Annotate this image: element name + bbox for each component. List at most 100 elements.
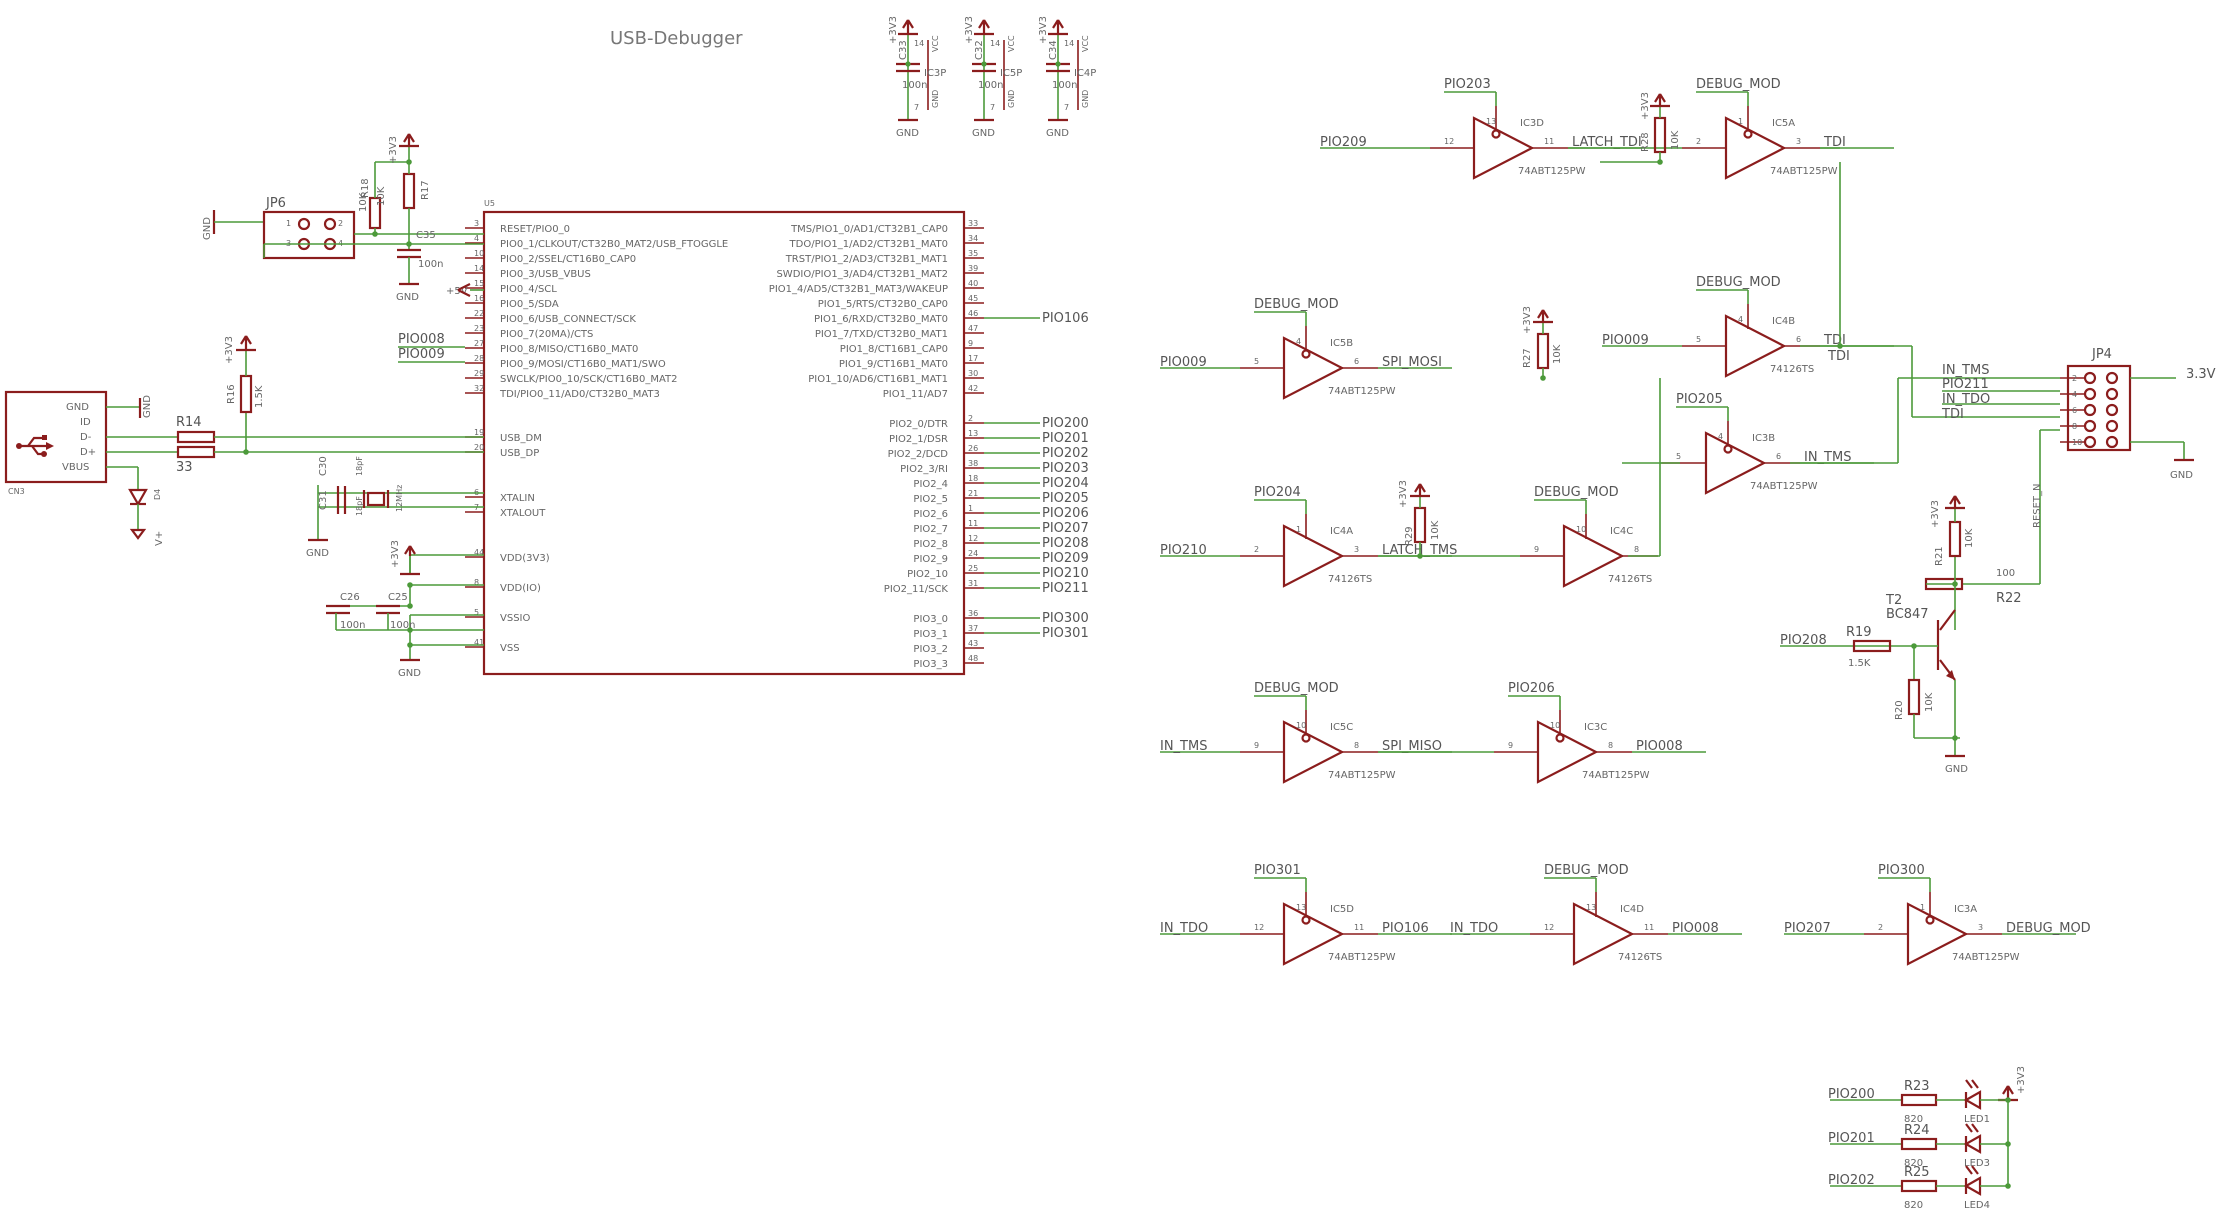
mcu-right-pin-name: PIO2_0/DTR bbox=[889, 419, 948, 430]
jp6-block: GND JP6 1 3 2 4 R18 10K R17 10K +3V3 bbox=[202, 133, 484, 303]
gnd-label-left: GND bbox=[202, 217, 213, 240]
buffer-type: 74ABT125PW bbox=[1952, 952, 2020, 963]
v33-label-r16: +3V3 bbox=[224, 336, 235, 364]
buffer-oe-bubble bbox=[1301, 915, 1311, 925]
buffer-type: 74ABT125PW bbox=[1518, 166, 1586, 177]
gnd-label-mcu: GND bbox=[398, 668, 421, 679]
mcu-power-block: +3V3 GND C26 C25 100n 100n bbox=[326, 540, 484, 679]
buffer-type: 74126TS bbox=[1618, 952, 1662, 963]
decoupling-arrow bbox=[1052, 19, 1064, 34]
mcu-right-pin-name: PIO2_7 bbox=[913, 524, 948, 535]
buffer-oe-net: DEBUG_MOD bbox=[1254, 297, 1339, 312]
mcu-left-pin-name: VDD(IO) bbox=[500, 583, 541, 594]
buffer-in-num: 2 bbox=[1696, 137, 1701, 146]
mcu-right-pin-num: 36 bbox=[968, 609, 978, 618]
mcu-right-pin-num: 11 bbox=[968, 519, 978, 528]
reset-circuit: 100 R22 +3V3 R21 10K T2 BC847 PIO208 R19… bbox=[1780, 495, 2040, 775]
mcu-left-pin-name: XTALIN bbox=[500, 493, 535, 504]
buffer-in-net: IN_TDO bbox=[1450, 921, 1498, 936]
v33-label-mcu: +3V3 bbox=[390, 540, 401, 568]
mcu-right-pin-name: PIO2_6 bbox=[913, 509, 948, 520]
c25-value: 100n bbox=[390, 620, 415, 631]
v33-label-r28: +3V3 bbox=[1640, 92, 1651, 120]
r29-body bbox=[1413, 506, 1427, 544]
mcu-net-label: PIO106 bbox=[1042, 311, 1089, 326]
mcu-right-pin-num: 13 bbox=[968, 429, 978, 438]
mcu-left-pin-name: XTALOUT bbox=[500, 508, 546, 519]
buffer-out-num: 3 bbox=[1796, 137, 1801, 146]
jtag-net-pio211: PIO211 bbox=[1942, 377, 1989, 392]
buffer-in-num: 12 bbox=[1544, 923, 1554, 932]
jp4-pin-num: 6 bbox=[2072, 406, 2077, 415]
mcu-right-pin-num: 47 bbox=[968, 324, 978, 333]
buffer-in-net: PIO009 bbox=[1160, 355, 1207, 370]
mcu-left-pin-num: 14 bbox=[474, 264, 484, 273]
decoupling-value: 100n bbox=[978, 80, 1003, 91]
buffer-type: 74ABT125PW bbox=[1328, 386, 1396, 397]
mcu-net-label: PIO206 bbox=[1042, 506, 1089, 521]
r19-body bbox=[1852, 639, 1892, 653]
r19-value: 1.5K bbox=[1848, 658, 1871, 669]
mcu-right-pin-name: PIO2_9 bbox=[913, 554, 948, 565]
mcu-u5: U5 3RESET/PIO0_04PIO0_1/CLKOUT/CT32B0_MA… bbox=[398, 199, 1089, 676]
mcu-right-pin-name: PIO1_6/RXD/CT32B0_MAT0 bbox=[814, 314, 948, 325]
led-net: PIO201 bbox=[1828, 1131, 1875, 1146]
mcu-left-pin-num: 23 bbox=[474, 324, 484, 333]
mcu-right-pin-num: 21 bbox=[968, 489, 978, 498]
mcu-left-pin-name: PIO0_3/USB_VBUS bbox=[500, 269, 591, 280]
usb-pin-vbus: VBUS bbox=[62, 462, 89, 473]
buffer-oe-num: 1 bbox=[1738, 117, 1743, 126]
decoupling-value: 100n bbox=[902, 80, 927, 91]
jp4-body bbox=[2066, 364, 2132, 452]
mcu-right-pin-num: 17 bbox=[968, 354, 978, 363]
r28-value: 10K bbox=[1670, 130, 1681, 150]
t2-type: BC847 bbox=[1886, 607, 1929, 622]
buffer-ref: IC3A bbox=[1954, 904, 1977, 915]
usb-icon bbox=[16, 435, 54, 457]
buffer-oe-net: DEBUG_MOD bbox=[1696, 275, 1781, 290]
decoupling-v33: +3V3 bbox=[888, 16, 899, 44]
led-net: PIO200 bbox=[1828, 1087, 1875, 1102]
buffer-out-num: 8 bbox=[1634, 545, 1639, 554]
buffer-out-num: 11 bbox=[1354, 923, 1364, 932]
decoupling-ref: C32 bbox=[974, 40, 985, 60]
v33-label-r29: +3V3 bbox=[1398, 480, 1409, 508]
buffer-in-net: PIO209 bbox=[1320, 135, 1367, 150]
buffer-type: 74ABT125PW bbox=[1328, 770, 1396, 781]
buffer-in-num: 9 bbox=[1508, 741, 1513, 750]
schematic-title: USB-Debugger bbox=[610, 28, 743, 49]
mcu-net-label: PIO300 bbox=[1042, 611, 1089, 626]
jp4-pin-b bbox=[2105, 419, 2119, 433]
mcu-net-label: PIO205 bbox=[1042, 491, 1089, 506]
mcu-net-label: PIO201 bbox=[1042, 431, 1089, 446]
c35-ref: C35 bbox=[416, 230, 436, 241]
mcu-right-pin-name: PIO2_11/SCK bbox=[884, 584, 949, 595]
buffer-type: 74ABT125PW bbox=[1750, 481, 1818, 492]
decoupling-pin7: 7 bbox=[1064, 103, 1069, 112]
mcu-right-pin-num: 9 bbox=[968, 339, 973, 348]
r17-ref: R17 bbox=[420, 180, 431, 200]
mcu-left-pin-name: VSS bbox=[500, 643, 520, 654]
mcu-right-pin-num: 43 bbox=[968, 639, 978, 648]
mcu-left-pin-name: PIO0_9/MOSI/CT16B0_MAT1/SWO bbox=[500, 359, 666, 370]
r22-ref: R22 bbox=[1996, 591, 2022, 606]
decoupling-caps: +3V3C33100nIC3PVCCGND147GND+3V3C32100nIC… bbox=[888, 16, 1096, 139]
buffer-out-num: 11 bbox=[1644, 923, 1654, 932]
decoupling-vcc: VCC bbox=[1007, 35, 1016, 52]
r20-body bbox=[1907, 678, 1921, 716]
usb-block: CN3 GND ID D- D+ VBUS GND R14 33 +3V3 R1… bbox=[4, 335, 484, 546]
mcu-right-pin-name: PIO3_0 bbox=[913, 614, 948, 625]
mcu-right-pin-name: PIO1_11/AD7 bbox=[883, 389, 948, 400]
v33-arrow-r17 bbox=[403, 133, 415, 146]
buffer-out-net: PIO008 bbox=[1672, 921, 1719, 936]
buffer-oe-num: 10 bbox=[1576, 525, 1586, 534]
led-res-ref: R23 bbox=[1904, 1079, 1930, 1094]
mcu-right-pin-num: 40 bbox=[968, 279, 978, 288]
mcu-right-pin-name: TDO/PIO1_1/AD2/CT32B1_MAT0 bbox=[789, 239, 948, 250]
jtag-net-tdi: TDI bbox=[1941, 407, 1964, 422]
r16-body bbox=[239, 374, 253, 414]
r21-body bbox=[1948, 520, 1962, 558]
buffer-ref: IC5C bbox=[1330, 722, 1353, 733]
